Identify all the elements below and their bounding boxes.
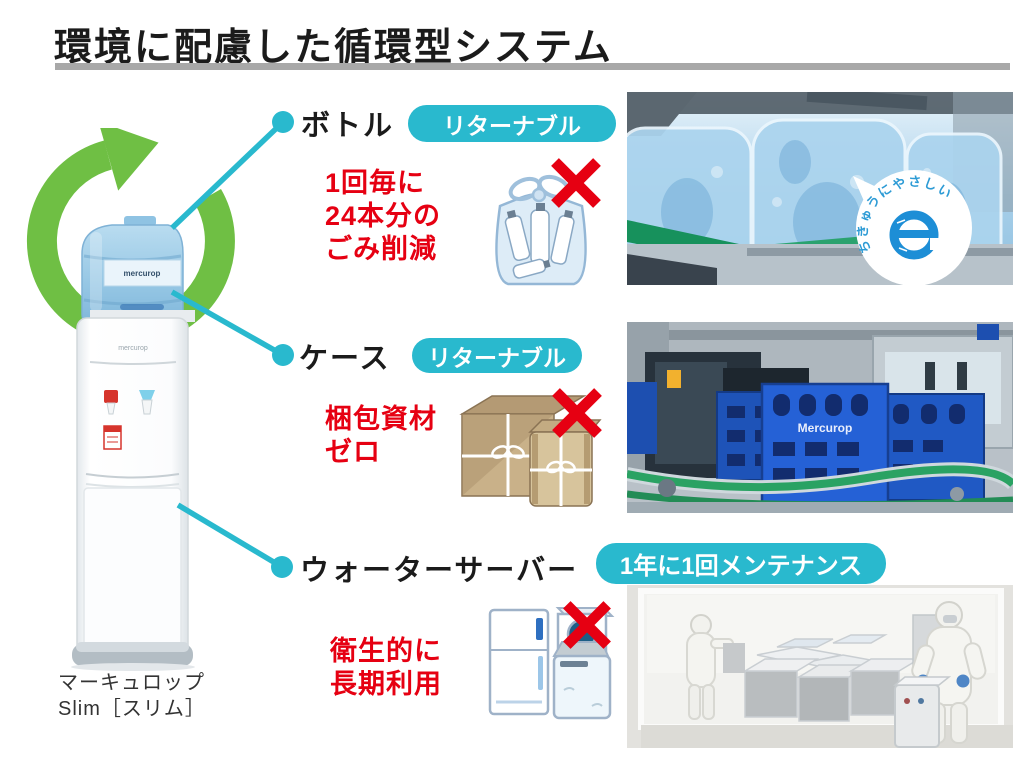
crate-brand-text: Mercurop	[798, 421, 853, 435]
section-label-water-server: ウォーターサーバー	[300, 555, 579, 587]
cold-water-tap	[139, 390, 155, 415]
photo-bottles-on-filling-line: ちきゅうにやさしい	[627, 92, 1013, 285]
refrigerator	[488, 608, 550, 716]
product-caption-line1: マーキュロップ	[58, 672, 205, 694]
water-bottle: mercurop	[81, 216, 184, 327]
photo-clean-room-maintenance	[627, 585, 1013, 748]
plastic-bottle-3	[550, 209, 575, 265]
note-bottle: 1回毎に 24本分の ごみ削減	[325, 168, 442, 264]
page-title: 環境に配慮した循環型システム	[54, 27, 613, 69]
crumpled-bottle	[512, 258, 551, 279]
warning-sticker	[103, 425, 122, 450]
bottle-label: mercurop	[124, 269, 161, 278]
earth-logo-icon	[889, 210, 942, 260]
earth-friendly-badge: ちきゅうにやさしい	[853, 170, 972, 285]
plastic-bottle-1	[504, 209, 531, 262]
title-underline	[55, 63, 1010, 70]
plastic-bottle-2	[530, 203, 550, 265]
water-dispenser: mercurop	[71, 310, 195, 671]
badge-returnable-bottle: リターナブル	[408, 105, 616, 142]
red-x-icon-server	[563, 601, 611, 649]
bullet-dot-server	[271, 556, 293, 578]
product-caption-line2: Slim［スリム］	[58, 698, 206, 720]
note-case: 梱包資材 ゼロ	[325, 404, 437, 467]
product-caption: マーキュロップ Slim［スリム］	[58, 670, 206, 722]
red-x-icon-case	[552, 388, 602, 438]
product-figure: mercurop mercurop	[20, 121, 270, 720]
hot-water-tap	[104, 390, 118, 415]
section-label-case: ケース	[299, 343, 391, 375]
trash-bag-illustration	[478, 160, 602, 295]
serviced-dispenser	[892, 676, 952, 748]
washing-machine	[552, 641, 612, 720]
bullet-dot-bottle	[272, 111, 294, 133]
worker-left	[686, 614, 745, 720]
svg-text:mercurop: mercurop	[118, 345, 148, 352]
red-x-icon-bottle	[551, 158, 601, 208]
section-label-bottle: ボトル	[301, 110, 395, 142]
photo-blue-returnable-crates: Mercurop	[627, 322, 1013, 513]
note-water-server: 衛生的に 長期利用	[330, 636, 442, 699]
bullet-dot-case	[272, 344, 294, 366]
badge-returnable-case: リターナブル	[412, 338, 582, 373]
badge-annual-maintenance: 1年に1回メンテナンス	[596, 543, 886, 584]
